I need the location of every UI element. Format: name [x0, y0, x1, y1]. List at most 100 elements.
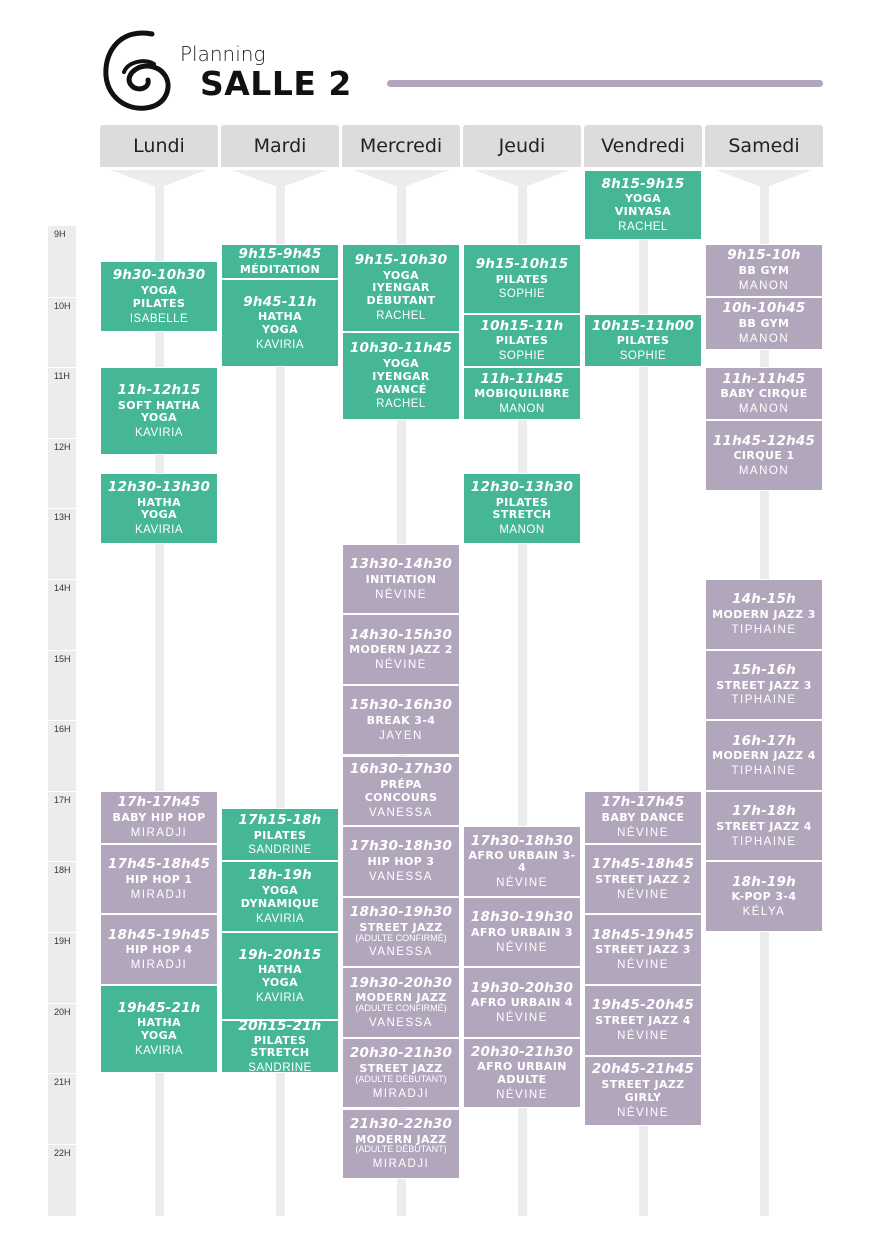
class-name: STRETCH — [492, 508, 552, 522]
class-teacher: VANESSA — [369, 946, 433, 959]
class-time: 9h45-11h — [243, 293, 317, 310]
class-teacher: SOPHIE — [498, 288, 546, 301]
class-name: K-POP 3-4 — [731, 890, 797, 904]
class-teacher: TIPHAINE — [731, 694, 797, 707]
class-name: MODERN JAZZ — [355, 1132, 447, 1146]
class-teacher: KAVIRIA — [255, 912, 305, 925]
class-name: YOGA — [140, 508, 178, 522]
class-name: MODERN JAZZ 2 — [349, 643, 453, 657]
chevron-down-icon — [111, 170, 207, 188]
class-time: 19h-20h15 — [238, 946, 322, 963]
class-time: 11h-11h45 — [722, 370, 806, 387]
class-time: 18h-19h — [248, 867, 312, 884]
class-teacher: NÉVINE — [496, 1089, 548, 1102]
class-level: (ADULTE DÉBUTANT) — [355, 1144, 447, 1155]
class-time: 15h30-16h30 — [349, 697, 453, 714]
class-time: 18h-19h — [732, 873, 796, 890]
class-name: AFRO URBAIN — [477, 1060, 567, 1074]
class-name: AFRO URBAIN 3 — [471, 925, 573, 939]
class-teacher: MANON — [738, 403, 790, 416]
class-time: 14h-15h — [732, 591, 796, 608]
class-time: 11h45-12h45 — [712, 432, 816, 449]
class-time: 10h15-11h00 — [591, 317, 695, 334]
class-name: DYNAMIQUE — [240, 896, 320, 910]
class-name: YOGA — [140, 1029, 178, 1043]
hour-label: 16H — [48, 720, 76, 790]
class-teacher: ISABELLE — [129, 312, 189, 325]
title-accent-rule — [387, 80, 823, 87]
day-track — [639, 186, 648, 1216]
chevron-down-icon — [474, 170, 570, 188]
class-name: MODERN JAZZ 3 — [712, 607, 816, 621]
class-name: BABY CIRQUE — [720, 387, 808, 401]
class-time: 17h-18h — [732, 803, 796, 820]
spiral-logo-icon — [103, 30, 171, 111]
class-teacher: RACHEL — [618, 220, 668, 233]
class-time: 20h45-21h45 — [591, 1061, 695, 1078]
class-teacher: TIPHAINE — [731, 835, 797, 848]
class-teacher: TIPHAINE — [731, 765, 797, 777]
class-name: YOGA — [382, 356, 420, 370]
hour-label: 10H — [48, 296, 76, 367]
class-name: BABY DANCE — [601, 810, 685, 824]
class-level: (ADULTE DÉBUTANT) — [355, 1073, 447, 1084]
class-name: STREET JAZZ 4 — [595, 1013, 691, 1027]
class-time: 17h45-18h45 — [107, 856, 211, 873]
hour-label: 11H — [48, 367, 76, 437]
class-teacher: SANDRINE — [248, 844, 312, 857]
class-time: 13h30-14h30 — [349, 556, 453, 573]
class-time: 19h30-20h30 — [349, 974, 453, 991]
class-teacher: VANESSA — [369, 1016, 433, 1029]
class-teacher: NÉVINE — [375, 659, 427, 672]
class-name: PILATES — [495, 495, 549, 509]
class-teacher: MANON — [738, 464, 790, 477]
class-time: 11h-11h45 — [480, 370, 564, 387]
hour-label: 13H — [48, 508, 76, 578]
class-name: YOGA — [624, 192, 662, 206]
chevron-down-icon — [353, 170, 449, 188]
class-time: 10h15-11h — [480, 317, 564, 334]
class-teacher: KAVIRIA — [134, 524, 184, 537]
class-name: AFRO URBAIN 3-4 — [468, 849, 576, 874]
class-name: BABY HIP HOP — [112, 810, 206, 824]
class-teacher: MANON — [499, 403, 545, 416]
class-time: 8h15-9h15 — [601, 175, 685, 192]
class-time: 20h30-21h30 — [349, 1045, 453, 1062]
class-name: PILATES — [132, 296, 186, 310]
day-track — [276, 186, 285, 1216]
hour-label: 19H — [48, 932, 76, 1002]
class-name: YOGA — [382, 268, 420, 282]
class-time: 17h30-18h30 — [349, 838, 453, 855]
class-name: MÉDITATION — [239, 262, 321, 276]
hour-label: 21H — [48, 1073, 76, 1143]
hour-label: 12H — [48, 437, 76, 508]
class-time: 16h-17h — [732, 732, 796, 749]
class-name: ADULTE — [497, 1073, 547, 1087]
day-header-lundi: Lundi — [100, 125, 218, 167]
class-name: BB GYM — [738, 263, 790, 277]
class-time: 10h30-11h45 — [349, 340, 453, 357]
class-time: 11h-12h15 — [117, 381, 201, 398]
day-header-jeudi: Jeudi — [463, 125, 581, 167]
